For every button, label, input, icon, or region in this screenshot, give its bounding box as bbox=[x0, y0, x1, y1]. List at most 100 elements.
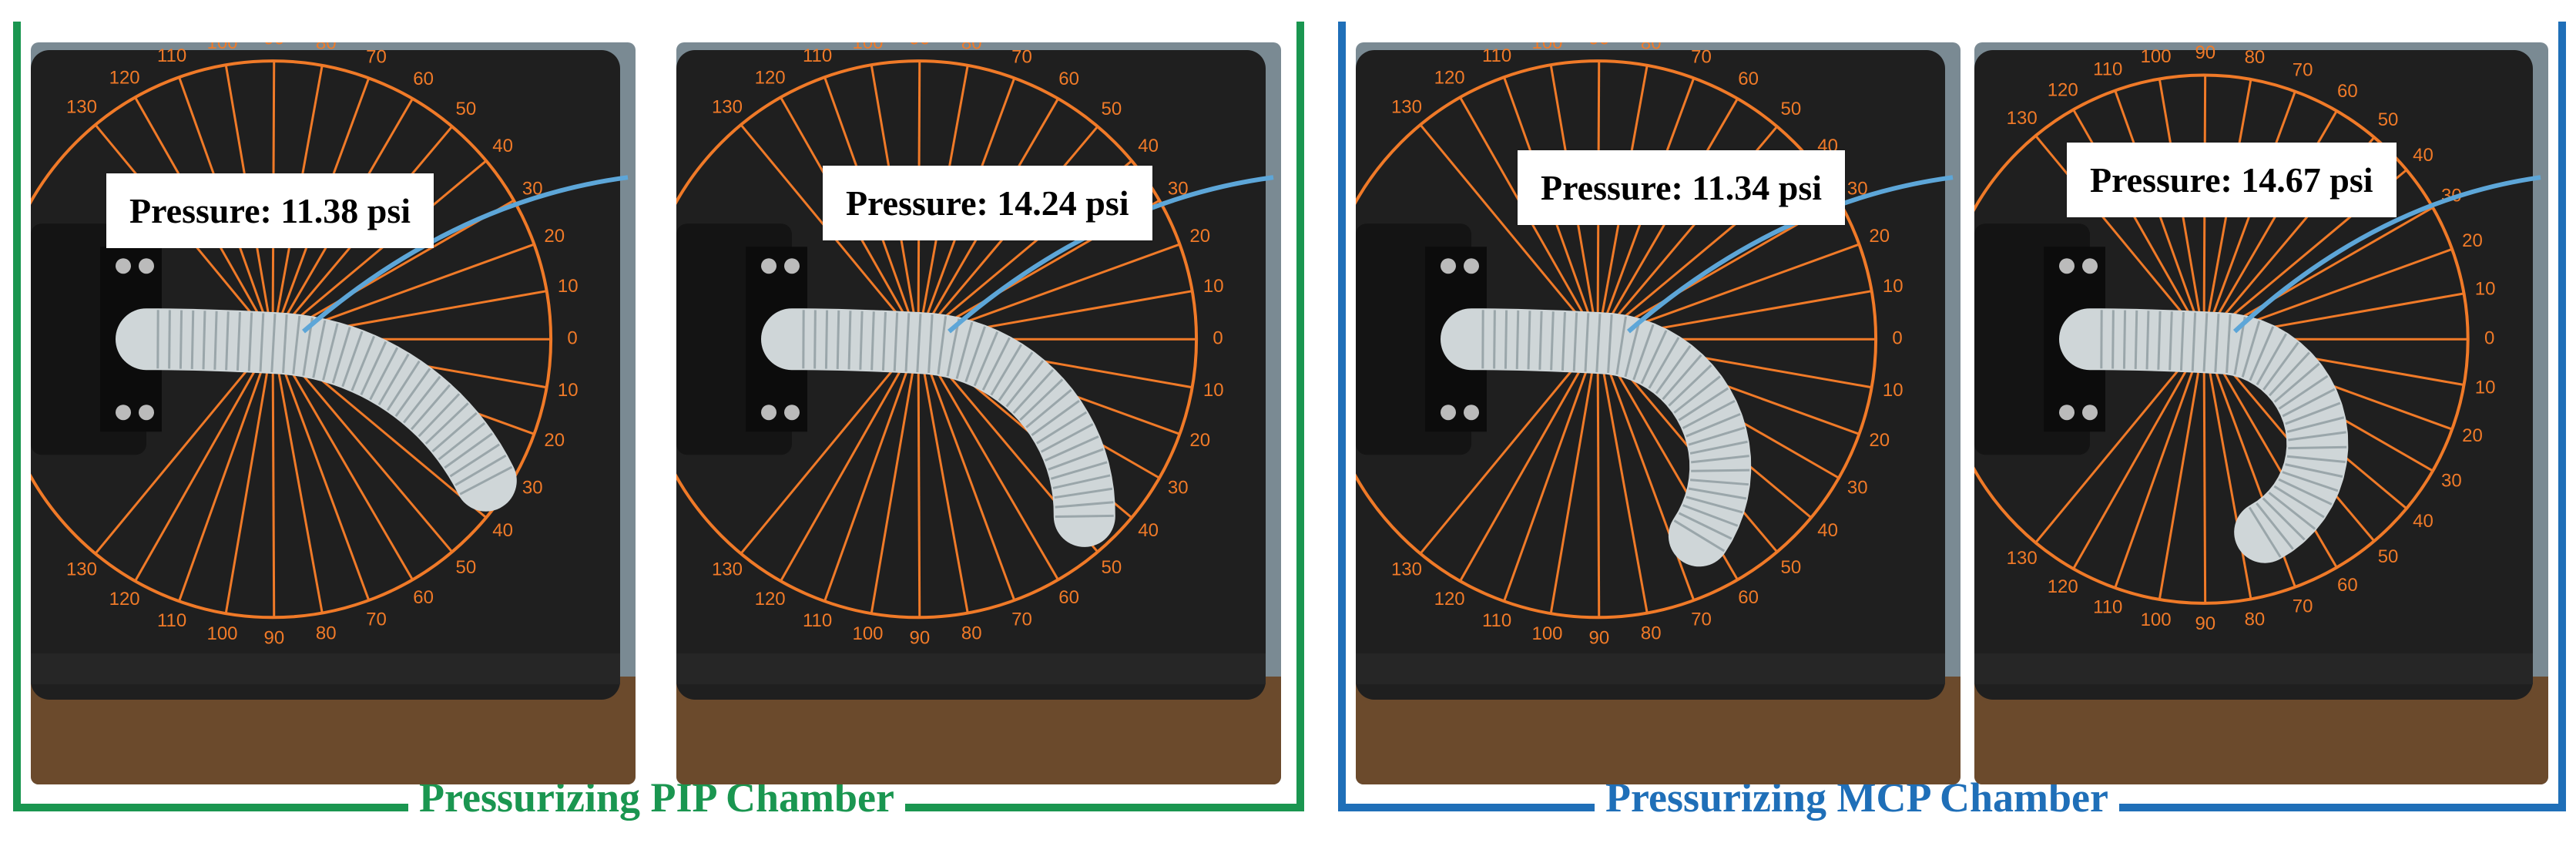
protractor-tick: 90 bbox=[910, 42, 931, 49]
protractor-tick: 20 bbox=[2462, 230, 2483, 251]
protractor-tick: 50 bbox=[1102, 557, 1122, 578]
protractor-tick: 90 bbox=[1589, 628, 1610, 649]
protractor-tick: 0 bbox=[2484, 328, 2494, 349]
protractor-tick: 120 bbox=[755, 67, 786, 88]
protractor-tick: 70 bbox=[1691, 610, 1712, 630]
protractor-tick: 120 bbox=[1434, 67, 1465, 88]
protractor-tick: 130 bbox=[66, 97, 97, 118]
protractor-tick: 130 bbox=[712, 559, 743, 579]
protractor-tick: 110 bbox=[2093, 59, 2122, 79]
protractor-tick: 30 bbox=[1847, 478, 1868, 499]
protractor-tick: 70 bbox=[2293, 596, 2313, 616]
protractor-tick: 10 bbox=[558, 380, 579, 401]
protractor-tick: 40 bbox=[1138, 520, 1159, 541]
protractor-tick: 40 bbox=[492, 136, 513, 156]
protractor-tick: 90 bbox=[2195, 42, 2215, 63]
protractor-tick: 130 bbox=[66, 559, 97, 579]
protractor-tick: 10 bbox=[1883, 380, 1903, 401]
protractor-tick: 20 bbox=[1189, 226, 1210, 247]
protractor-tick: 100 bbox=[206, 42, 237, 53]
protractor-tick: 10 bbox=[1203, 276, 1224, 297]
protractor-tick: 0 bbox=[1892, 328, 1902, 349]
protractor-tick: 50 bbox=[2378, 546, 2399, 567]
protractor-tick: 120 bbox=[109, 589, 140, 610]
protractor-tick: 60 bbox=[2337, 575, 2358, 596]
protractor-tick: 20 bbox=[2462, 425, 2483, 446]
pip-group: Pressurizing PIP Chamber 130120110100908… bbox=[13, 22, 1304, 821]
protractor-tick: 0 bbox=[1213, 328, 1223, 349]
protractor-tick: 70 bbox=[1011, 46, 1032, 67]
soft-finger bbox=[1441, 308, 1752, 567]
protractor-tick: 50 bbox=[1781, 99, 1802, 119]
protractor-tick: 120 bbox=[2048, 79, 2078, 100]
protractor-tick: 80 bbox=[1641, 623, 1662, 643]
protractor-tick: 70 bbox=[1011, 610, 1032, 630]
protractor-tick: 30 bbox=[2441, 470, 2462, 491]
protractor-tick: 60 bbox=[413, 69, 434, 89]
protractor-tick: 90 bbox=[1589, 42, 1610, 49]
protractor-tick: 40 bbox=[1138, 136, 1159, 156]
protractor-tick: 50 bbox=[2378, 109, 2399, 130]
protractor-tick: 80 bbox=[316, 42, 337, 54]
soft-finger bbox=[761, 308, 1115, 547]
protractor-tick: 120 bbox=[109, 67, 140, 88]
protractor-tick: 50 bbox=[456, 99, 477, 119]
protractor-tick: 70 bbox=[366, 46, 387, 67]
protractor-tick: 100 bbox=[2141, 46, 2172, 67]
protractor-tick: 10 bbox=[2475, 378, 2496, 398]
pressure-label-4: Pressure: 14.67 psi bbox=[2067, 143, 2397, 217]
protractor-tick: 100 bbox=[206, 623, 237, 644]
pressure-label-3: Pressure: 11.34 psi bbox=[1518, 150, 1846, 225]
finger-photo-1: 1301201101009080706050403020100102030405… bbox=[31, 42, 636, 784]
protractor-tick: 40 bbox=[2413, 511, 2433, 532]
pressure-label-1: Pressure: 11.38 psi bbox=[106, 173, 434, 248]
protractor-tick: 80 bbox=[316, 623, 337, 643]
protractor-tick: 110 bbox=[157, 610, 186, 631]
protractor-tick: 110 bbox=[803, 610, 832, 631]
protractor-tick: 60 bbox=[1738, 587, 1759, 608]
protractor-tick: 120 bbox=[1434, 589, 1465, 610]
protractor-tick: 70 bbox=[1691, 46, 1712, 67]
protractor-tick: 10 bbox=[1203, 380, 1224, 401]
protractor-tick: 50 bbox=[1781, 557, 1802, 578]
photo-panel-2: 1301201101009080706050403020100102030405… bbox=[676, 42, 1281, 784]
soft-finger bbox=[116, 308, 517, 512]
protractor-tick: 60 bbox=[2337, 81, 2358, 102]
protractor-tick: 100 bbox=[852, 42, 883, 53]
protractor-tick: 80 bbox=[961, 623, 982, 643]
protractor-tick: 90 bbox=[264, 628, 285, 649]
protractor-tick: 90 bbox=[910, 628, 931, 649]
protractor-tick: 120 bbox=[2048, 576, 2078, 597]
protractor-tick: 100 bbox=[1531, 42, 1562, 53]
protractor-tick: 10 bbox=[1883, 276, 1903, 297]
mcp-group: Pressurizing MCP Chamber 130120110100908… bbox=[1333, 0, 2566, 843]
protractor-tick: 30 bbox=[1168, 478, 1189, 499]
protractor-tick: 80 bbox=[2245, 47, 2266, 68]
protractor-tick: 130 bbox=[1391, 559, 1422, 579]
protractor-tick: 90 bbox=[2195, 613, 2215, 634]
protractor-tick: 100 bbox=[852, 623, 883, 644]
protractor-tick: 110 bbox=[803, 45, 832, 66]
protractor-tick: 0 bbox=[567, 328, 577, 349]
protractor-tick: 60 bbox=[1738, 69, 1759, 89]
protractor-tick: 130 bbox=[2007, 548, 2038, 569]
protractor-tick: 20 bbox=[1189, 430, 1210, 451]
protractor-tick: 50 bbox=[1102, 99, 1122, 119]
protractor-tick: 110 bbox=[2093, 597, 2122, 618]
protractor-tick: 70 bbox=[2293, 60, 2313, 81]
protractor-tick: 100 bbox=[2141, 610, 2172, 630]
protractor-tick: 40 bbox=[1817, 520, 1838, 541]
protractor-tick: 120 bbox=[755, 589, 786, 610]
photo-panel-1: 1301201101009080706050403020100102030405… bbox=[31, 42, 636, 784]
protractor-tick: 110 bbox=[157, 45, 186, 66]
protractor-tick: 10 bbox=[558, 276, 579, 297]
protractor-tick: 10 bbox=[2475, 278, 2496, 299]
finger-photo-2: 1301201101009080706050403020100102030405… bbox=[676, 42, 1281, 784]
protractor-tick: 40 bbox=[492, 520, 513, 541]
protractor-tick: 50 bbox=[456, 557, 477, 578]
protractor-tick: 130 bbox=[1391, 97, 1422, 118]
protractor-tick: 80 bbox=[961, 42, 982, 54]
protractor-tick: 20 bbox=[1869, 226, 1890, 247]
protractor-tick: 30 bbox=[522, 478, 543, 499]
